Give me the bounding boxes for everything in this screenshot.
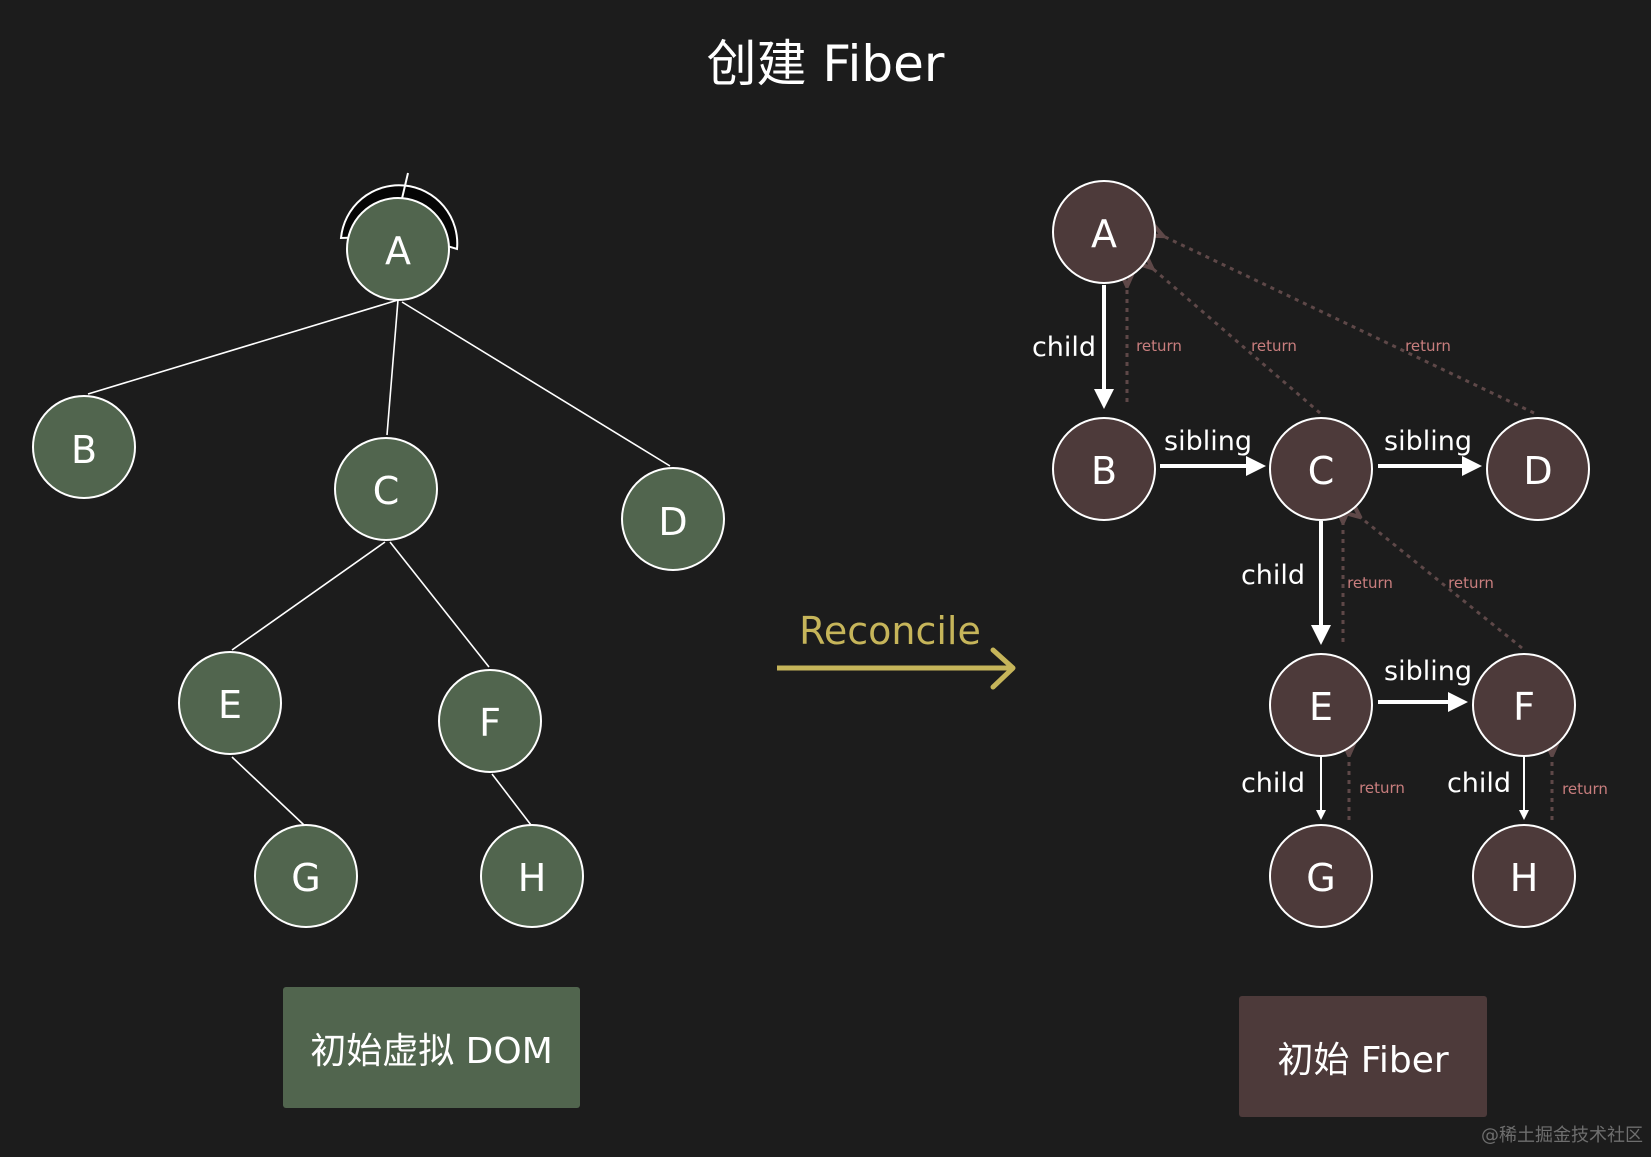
reconcile-label: Reconcile: [799, 609, 981, 653]
child-label: child: [1241, 560, 1305, 591]
fiber-node-label: B: [1091, 449, 1117, 493]
fiber-pointer-links: [1094, 285, 1529, 820]
dom-node-label: G: [291, 856, 320, 900]
return-label: return: [1562, 780, 1608, 798]
dom-edge-c-e: [231, 541, 386, 651]
return-link-d-a: [1163, 236, 1535, 415]
dom-node-g: G: [254, 824, 358, 928]
child-label: child: [1447, 768, 1511, 799]
dom-node-label: C: [373, 469, 400, 513]
dom-edge-a-d: [401, 301, 671, 467]
dom-node-label: H: [518, 856, 547, 900]
virtual-dom-caption-box: 初始虚拟 DOM: [283, 987, 580, 1108]
fiber-node-label: C: [1308, 449, 1335, 493]
fiber-node-label: G: [1306, 856, 1335, 900]
fiber-caption-box: 初始 Fiber: [1239, 996, 1487, 1117]
fiber-node-label: D: [1523, 449, 1552, 493]
fiber-node-label: F: [1513, 685, 1535, 729]
child-label: child: [1241, 768, 1305, 799]
fiber-node-c: C: [1269, 417, 1373, 521]
fiber-node-h: H: [1472, 824, 1576, 928]
return-label: return: [1359, 779, 1405, 797]
fiber-node-label: H: [1510, 856, 1539, 900]
dom-edge-a-b: [87, 299, 399, 395]
return-label: return: [1405, 337, 1451, 355]
dom-node-e: E: [178, 651, 282, 755]
dom-tree: [87, 299, 671, 826]
dom-node-label: A: [385, 229, 411, 273]
fiber-edge-labels: child sibling sibling child sibling chil…: [1032, 332, 1608, 799]
fiber-node-d: D: [1486, 417, 1590, 521]
dom-node-b: B: [32, 395, 136, 499]
dom-edge-c-f: [389, 541, 490, 668]
fiber-return-links: [1127, 236, 1552, 820]
dom-node-d: D: [621, 467, 725, 571]
fiber-node-label: E: [1309, 685, 1333, 729]
dom-node-label: E: [218, 683, 242, 727]
watermark: @稀土掘金技术社区: [1481, 1125, 1643, 1146]
virtual-dom-caption: 初始虚拟 DOM: [310, 1030, 553, 1072]
fiber-node-f: F: [1472, 653, 1576, 757]
page-title: 创建 Fiber: [706, 35, 945, 93]
return-label: return: [1136, 337, 1182, 355]
return-link-f-c: [1360, 517, 1523, 650]
dom-node-h: H: [480, 824, 584, 928]
dom-node-f: F: [438, 669, 542, 773]
fiber-node-g: G: [1269, 824, 1373, 928]
sibling-label: sibling: [1384, 656, 1472, 687]
fiber-node-b: B: [1052, 417, 1156, 521]
fiber-node-label: A: [1091, 212, 1117, 256]
fiber-node-e: E: [1269, 653, 1373, 757]
dom-edge-e-g: [231, 756, 305, 826]
reconcile-arrow: Reconcile: [777, 609, 1016, 690]
child-label: child: [1032, 332, 1096, 363]
dom-node-a: A: [346, 197, 450, 301]
dom-node-label: B: [71, 428, 97, 472]
dom-edge-f-h: [491, 773, 532, 826]
return-label: return: [1448, 574, 1494, 592]
dom-nodes: A B C D E F G H: [32, 197, 725, 928]
fiber-nodes: A B C D E F G H: [1052, 180, 1590, 928]
return-label: return: [1251, 337, 1297, 355]
fiber-node-a: A: [1052, 180, 1156, 284]
sibling-label: sibling: [1164, 426, 1252, 457]
return-label: return: [1347, 574, 1393, 592]
return-link-c-a: [1152, 268, 1321, 415]
dom-edge-a-c: [386, 299, 399, 436]
sibling-label: sibling: [1384, 426, 1472, 457]
dom-node-label: D: [658, 500, 687, 544]
fiber-caption: 初始 Fiber: [1277, 1039, 1449, 1081]
dom-node-c: C: [334, 437, 438, 541]
dom-node-label: F: [479, 701, 501, 745]
